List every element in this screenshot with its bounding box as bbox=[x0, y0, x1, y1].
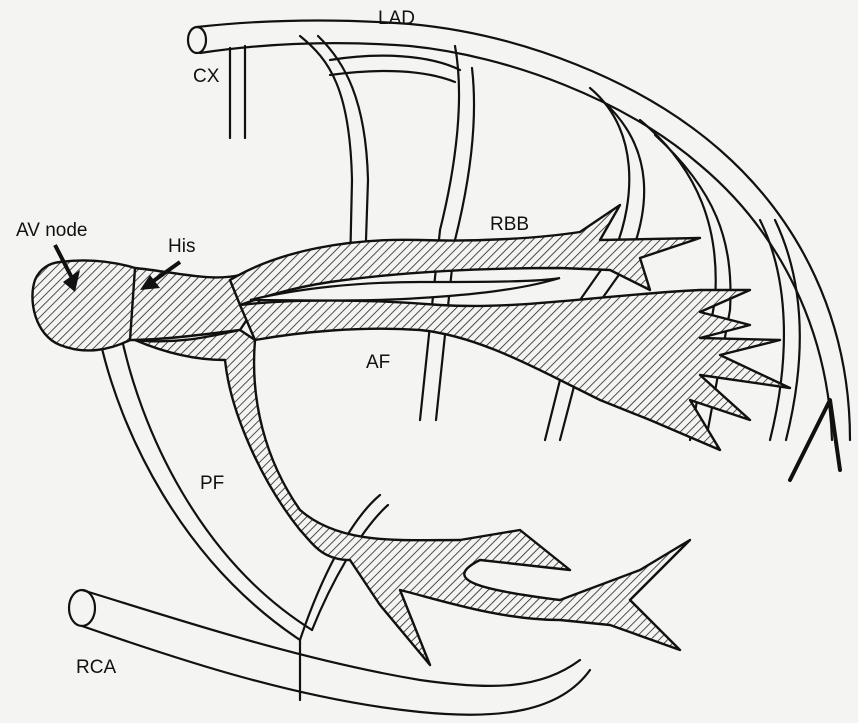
label-cx: CX bbox=[193, 66, 219, 88]
cx-origin bbox=[188, 27, 206, 53]
label-lad: LAD bbox=[378, 8, 415, 30]
label-pf: PF bbox=[200, 473, 224, 495]
rca-posterior-descending bbox=[100, 330, 312, 700]
label-af: AF bbox=[366, 352, 390, 374]
lad-diagonal-3 bbox=[420, 46, 474, 420]
lad-diagonal-6 bbox=[760, 220, 800, 440]
av-node-shape bbox=[32, 260, 140, 350]
rca-origin bbox=[69, 590, 95, 626]
lad-diagonal-2 bbox=[330, 56, 460, 82]
rca-trunk-inner bbox=[82, 626, 590, 715]
cx-branch bbox=[230, 46, 245, 138]
conduction-system bbox=[32, 205, 790, 665]
label-av-node: AV node bbox=[16, 220, 87, 242]
label-rca: RCA bbox=[76, 657, 116, 679]
label-his: His bbox=[168, 236, 195, 258]
label-rbb: RBB bbox=[490, 214, 529, 236]
